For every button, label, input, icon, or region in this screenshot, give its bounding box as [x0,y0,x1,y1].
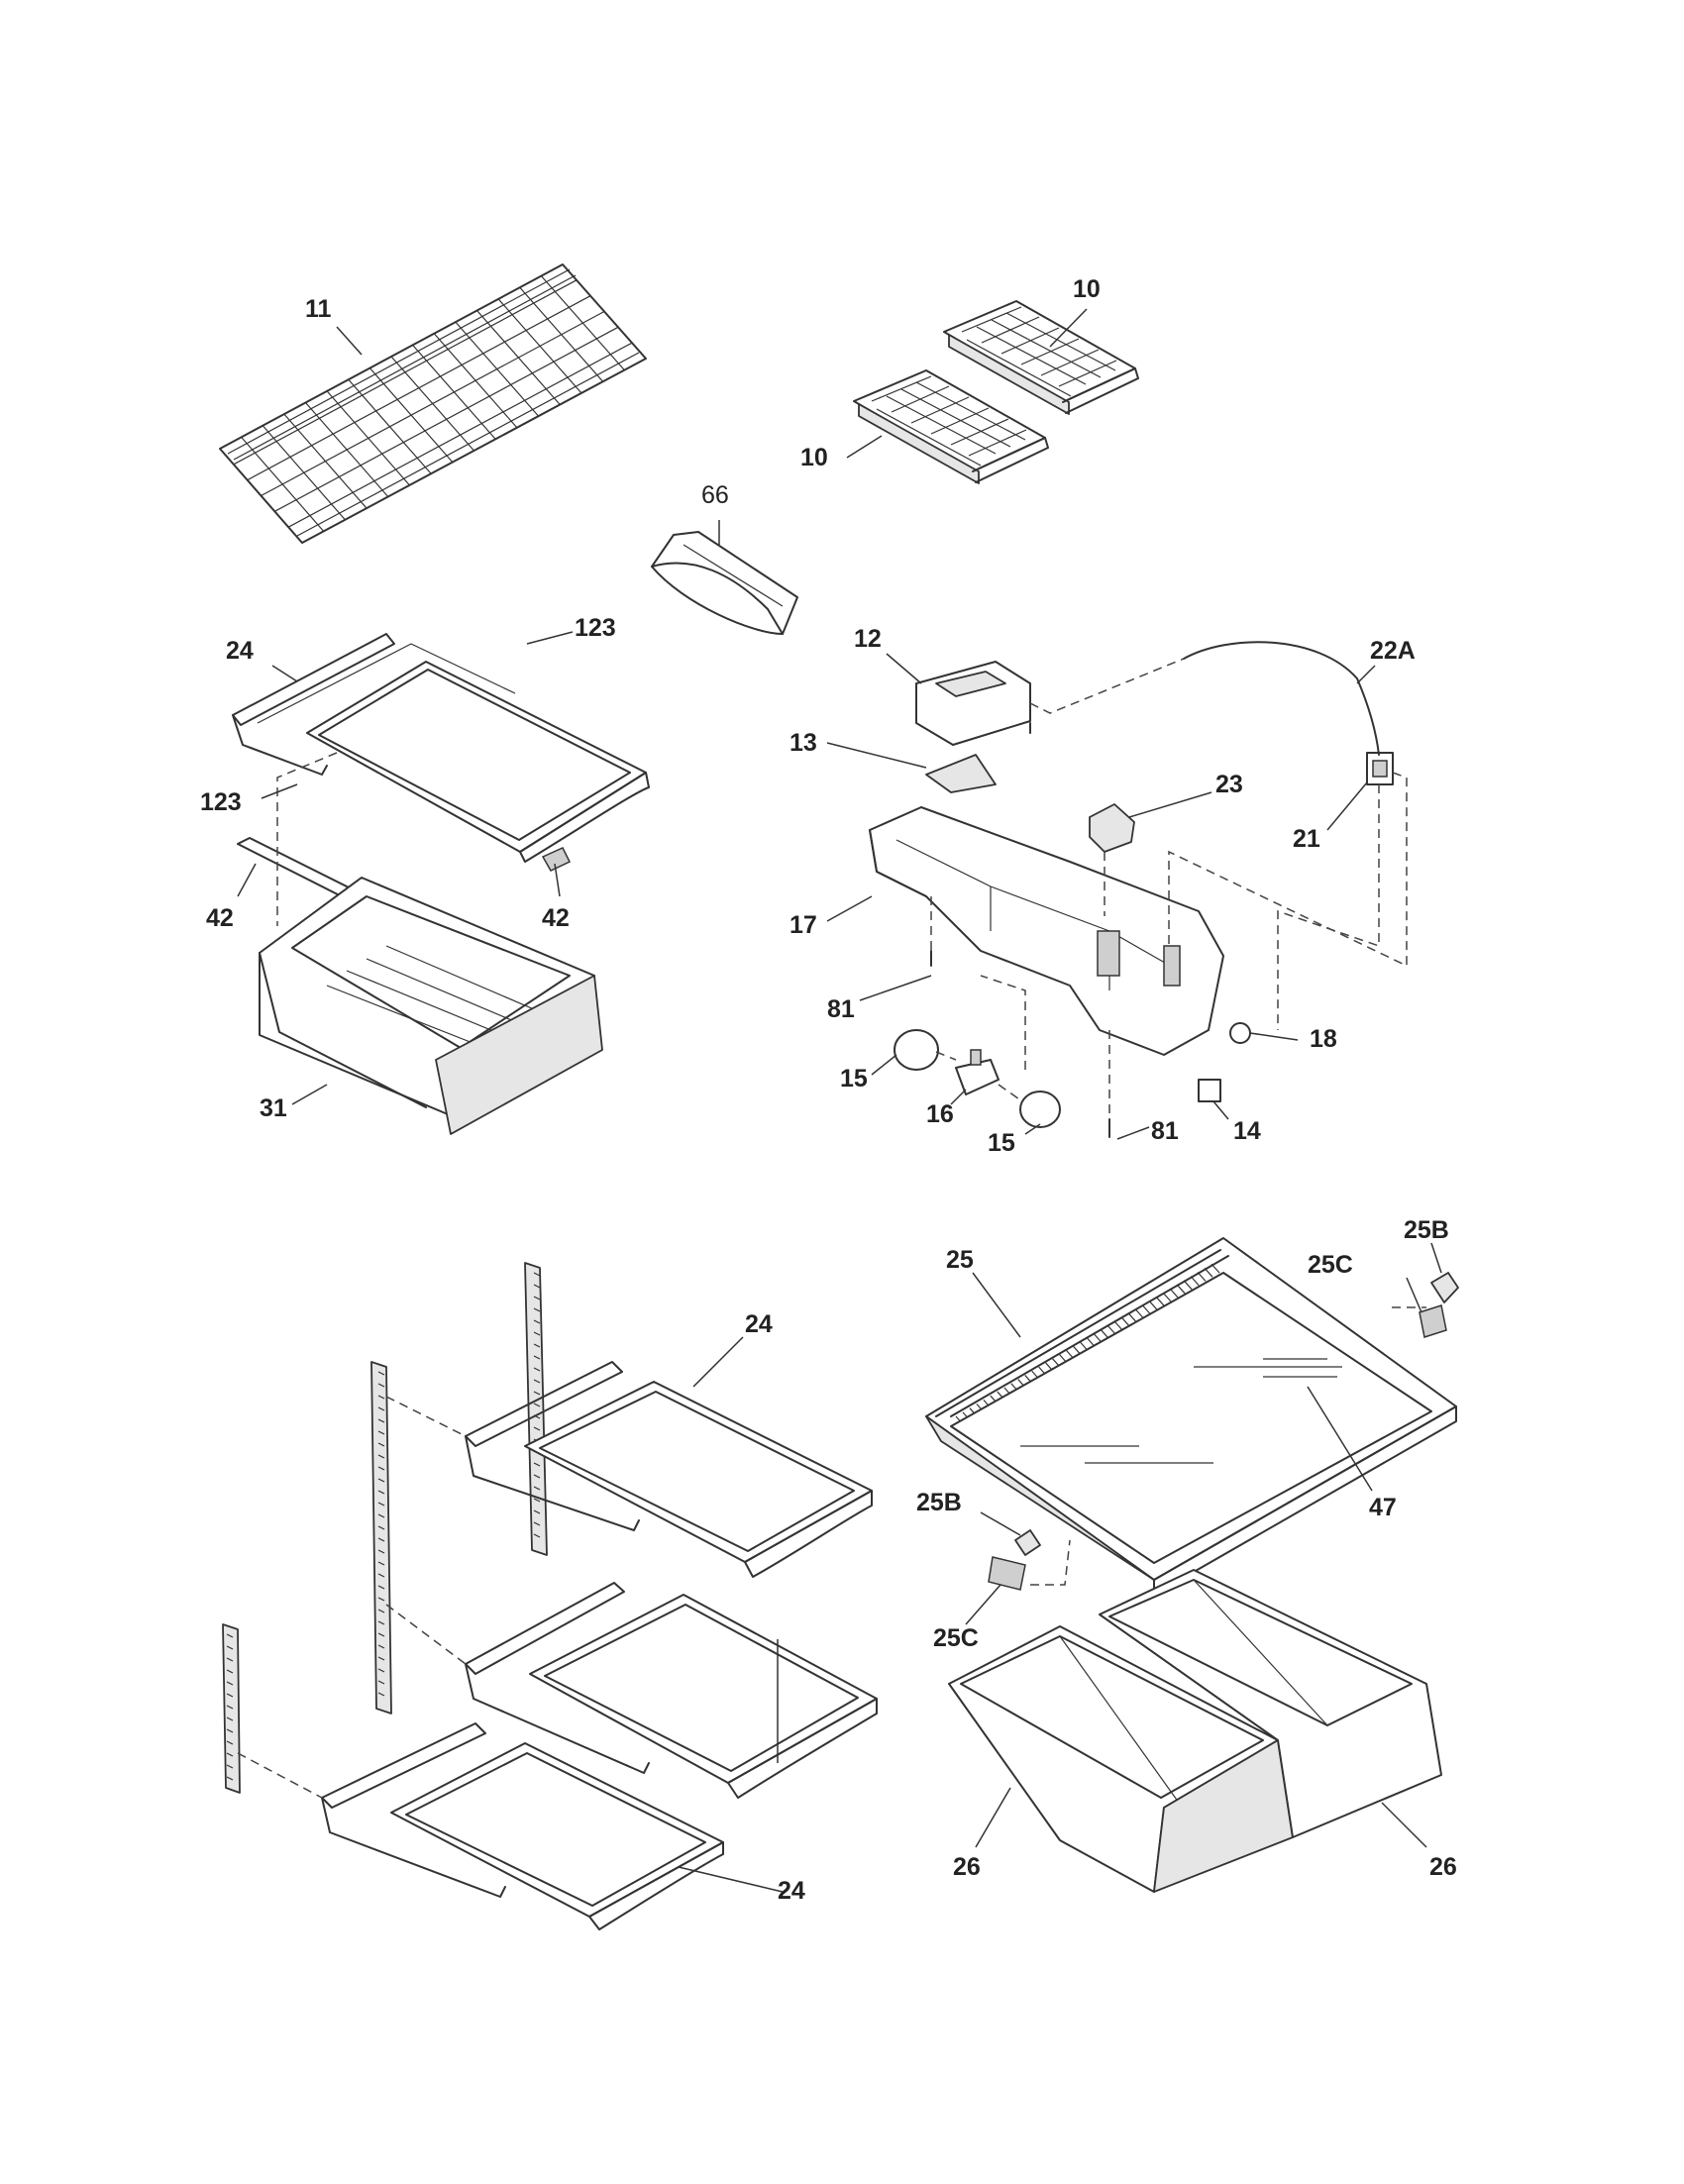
callout-10: 10 [800,444,828,471]
callout-22a: 22A [1370,637,1416,665]
leader-lines [237,308,1442,1893]
callout-24: 24 [745,1310,773,1338]
assembly-line-knob [1029,658,1185,714]
callout-labels: 11 10 10 66 24 123 123 42 42 31 12 13 22… [200,275,1457,1905]
callout-23: 23 [1215,771,1243,798]
callout-15: 15 [840,1065,868,1092]
rail-left [222,1623,241,1794]
assembly-line-switch-a [1277,784,1380,1030]
part-24-shelf-middle [465,1582,878,1799]
callout-42: 42 [206,904,234,932]
part-21-switch [1366,752,1394,785]
callout-26: 26 [1429,1853,1457,1881]
callout-123: 123 [575,614,616,642]
callout-24: 24 [226,637,254,665]
callout-123: 123 [200,788,242,816]
callout-81: 81 [1151,1117,1179,1145]
assembly-line-clip-left [1030,1539,1071,1586]
callout-31: 31 [260,1094,287,1122]
assembly-line-rail-c [237,1752,323,1799]
part-81-screws [930,950,1110,1138]
part-26-drawer-right [1099,1569,1442,1838]
assembly-line-bulb-a [935,1051,957,1061]
part-12-control-knob-housing [915,661,1031,746]
part-10-ice-tray-back [943,300,1139,415]
assembly-line-switch-b [1168,772,1408,968]
assembly-line-rail-a [385,1396,467,1437]
part-25c-support-left [988,1556,1026,1591]
callout-17: 17 [789,911,817,939]
part-25c-support-right [1419,1304,1447,1338]
callout-25c: 25C [933,1624,979,1652]
callout-14: 14 [1233,1117,1261,1145]
callout-18: 18 [1310,1025,1337,1053]
callout-42: 42 [542,904,570,932]
callout-13: 13 [789,729,817,757]
part-22a-wire-harness [1029,641,1380,756]
part-25-crisper-cover [925,1237,1457,1596]
callout-25c: 25C [1308,1251,1353,1279]
part-14-switch [1198,1079,1221,1102]
part-17-light-housing [869,806,1224,1056]
assembly-line-shelf [276,752,338,926]
part-11-wire-shelf [219,263,647,544]
part-66-ice-chute [651,531,798,635]
part-24-shelf-bottom [321,1722,724,1930]
rail-right [524,1262,548,1556]
callout-47: 47 [1369,1494,1397,1521]
part-13-damper [925,754,997,793]
part-16-lamp-socket [955,1049,1000,1095]
part-10-ice-tray-front [853,369,1049,484]
part-24-shelf-top [465,1361,873,1578]
callout-11: 11 [305,295,332,323]
callout-24: 24 [778,1877,805,1905]
rail-middle [370,1361,392,1715]
callout-25b: 25B [916,1489,962,1516]
part-25b-clip-right [1430,1272,1459,1303]
callout-25b: 25B [1404,1216,1449,1244]
part-25b-clip-left [1014,1529,1041,1556]
callout-81: 81 [827,995,855,1023]
part-31-pan [259,877,603,1135]
callout-10: 10 [1073,275,1101,303]
callout-26: 26 [953,1853,981,1881]
callout-15: 15 [988,1129,1015,1157]
callout-21: 21 [1293,825,1320,853]
callout-12: 12 [854,625,882,653]
part-18-socket [1229,1022,1251,1044]
assembly-line-lamp [980,975,1026,1070]
assembly-line-bulb-b [998,1084,1023,1102]
callout-25: 25 [946,1246,974,1274]
assembly-line-rail-b [385,1604,467,1665]
part-24-shelf-upper [232,633,650,863]
part-23-thermostat [1089,803,1135,853]
callout-16: 16 [926,1100,954,1128]
callout-66: 66 [701,481,729,509]
part-15-bulbs [894,1029,1061,1128]
